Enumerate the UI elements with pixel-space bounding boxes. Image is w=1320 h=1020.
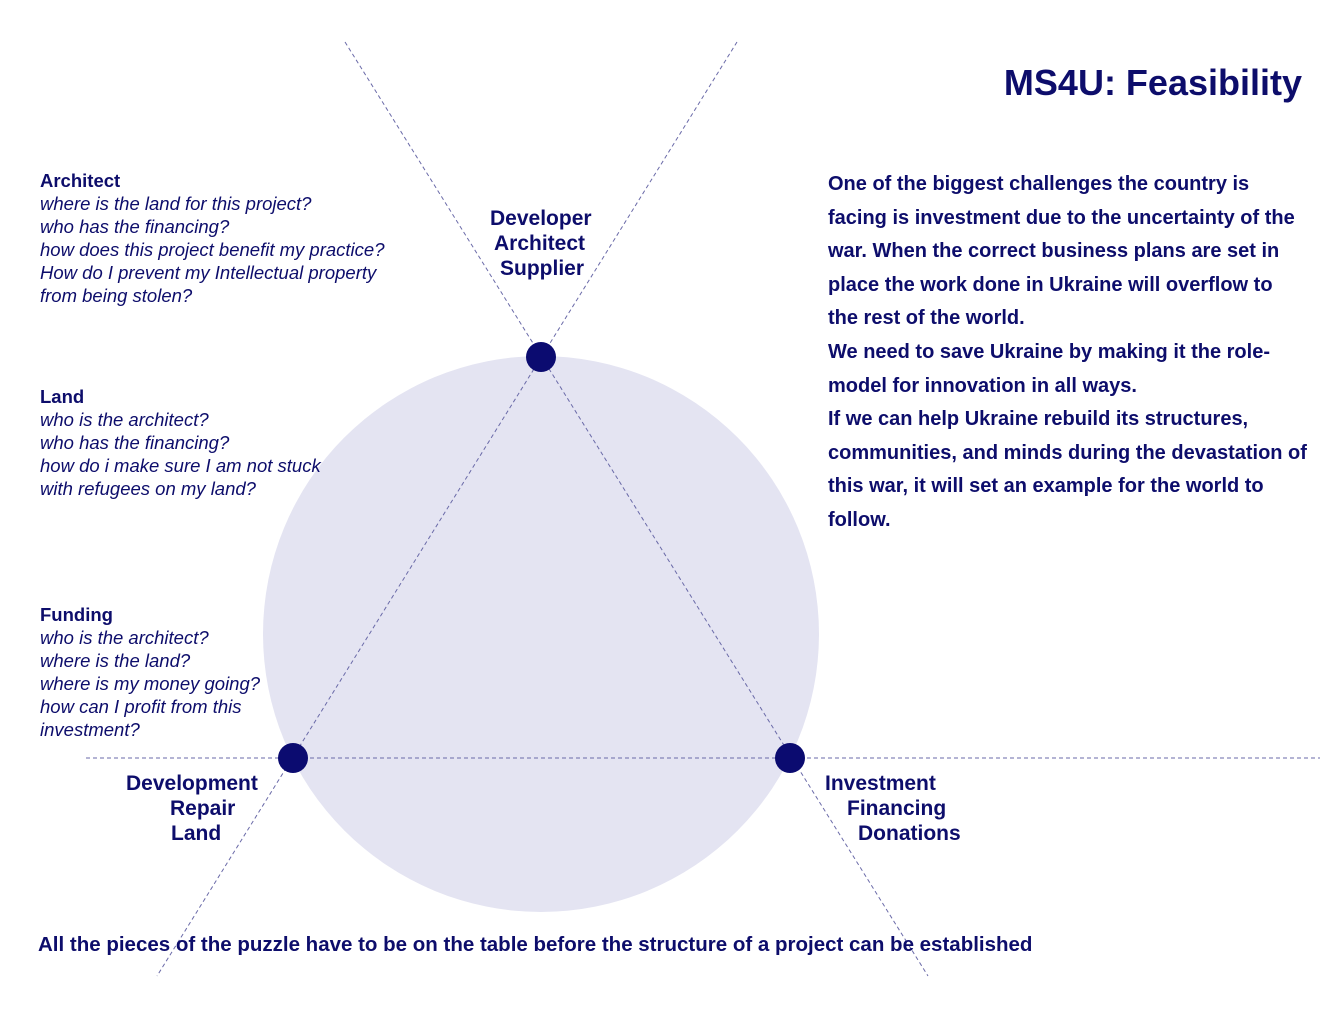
node-left-label-line: Repair xyxy=(170,797,236,820)
node-top-label-line: Architect xyxy=(494,232,586,255)
question-line: where is the land? xyxy=(40,650,191,671)
guide-line-right-diagonal xyxy=(156,41,738,977)
question-line: how does this project benefit my practic… xyxy=(40,239,385,260)
node-right-label-line: Financing xyxy=(847,797,947,820)
question-line: from being stolen? xyxy=(40,285,193,306)
funding-questions: Funding who is the architect? where is t… xyxy=(40,603,260,741)
question-line: with refugees on my land? xyxy=(40,478,256,499)
guide-line-left-diagonal xyxy=(344,41,929,977)
description-paragraph: If we can help Ukraine rebuild its struc… xyxy=(828,408,1307,531)
question-line: where is the land for this project? xyxy=(40,193,312,214)
description-paragraph: We need to save Ukraine by making it the… xyxy=(828,340,1270,397)
question-line: investment? xyxy=(40,719,140,740)
node-top-dot xyxy=(526,342,556,372)
page-title: MS4U: Feasibility xyxy=(1003,62,1302,103)
question-line: who is the architect? xyxy=(40,409,209,430)
background-circle xyxy=(263,356,819,912)
node-left-label-line: Land xyxy=(171,822,222,845)
node-left-dot xyxy=(278,743,308,773)
question-line: How do I prevent my Intellectual propert… xyxy=(40,262,377,283)
question-line: who has the financing? xyxy=(40,432,230,453)
node-left-label-line: Development xyxy=(126,772,258,795)
node-top-label: Developer Architect Supplier xyxy=(490,206,592,281)
question-line: who has the financing? xyxy=(40,216,230,237)
node-top-label-line: Supplier xyxy=(500,257,585,280)
node-right-label-line: Donations xyxy=(858,822,961,845)
node-right-label-line: Investment xyxy=(825,772,936,795)
node-top-label-line: Developer xyxy=(490,207,592,230)
footer-caption: All the pieces of the puzzle have to be … xyxy=(38,933,1033,956)
description-text: One of the biggest challenges the countr… xyxy=(828,168,1308,538)
funding-questions-heading: Funding xyxy=(40,604,113,625)
land-questions-heading: Land xyxy=(40,386,85,407)
node-left-label: Development Repair Land xyxy=(126,771,258,846)
node-right-label: Investment Financing Donations xyxy=(825,771,961,846)
description-paragraph: One of the biggest challenges the countr… xyxy=(828,173,1295,330)
land-questions: Land who is the architect? who has the f… xyxy=(40,385,321,500)
node-right-dot xyxy=(775,743,805,773)
question-line: how can I profit from this xyxy=(40,696,242,717)
question-line: where is my money going? xyxy=(40,673,261,694)
question-line: who is the architect? xyxy=(40,627,209,648)
question-line: how do i make sure I am not stuck xyxy=(40,455,321,476)
architect-questions-heading: Architect xyxy=(40,170,121,191)
architect-questions: Architect where is the land for this pro… xyxy=(40,169,384,307)
